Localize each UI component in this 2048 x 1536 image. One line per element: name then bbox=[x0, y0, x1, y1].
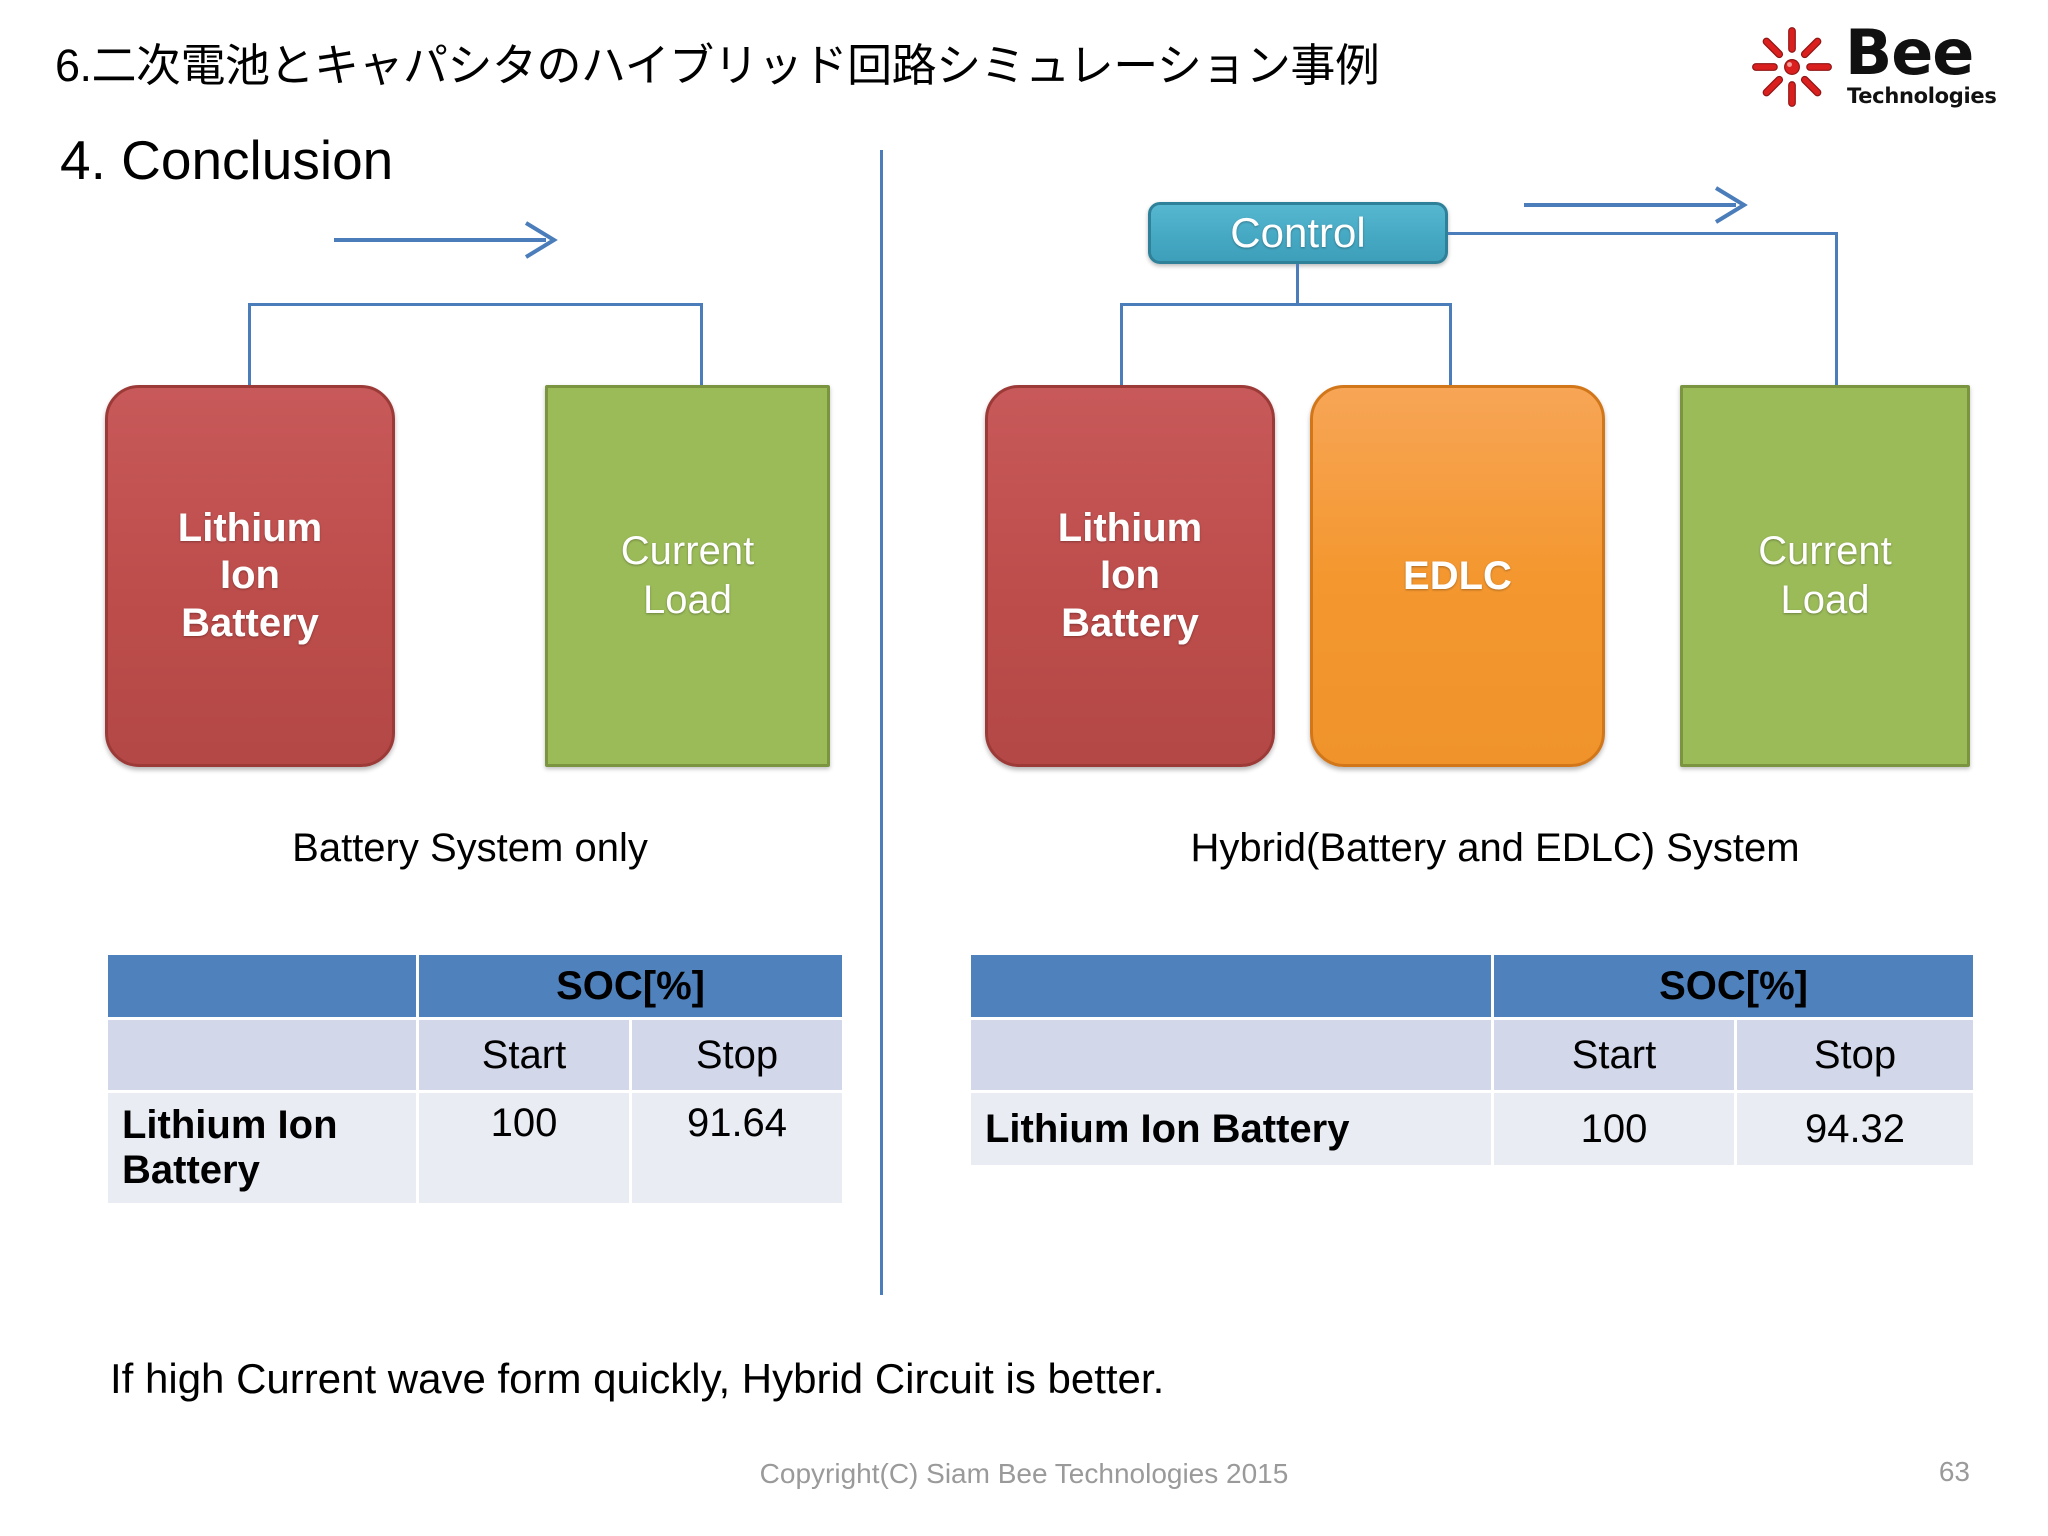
starburst-icon bbox=[1752, 27, 1832, 107]
table-battery-only: SOC[%] Start Stop Lithium Ion Battery 10… bbox=[105, 952, 845, 1206]
flow-arrow-left-icon bbox=[334, 221, 558, 259]
table-hybrid: SOC[%] Start Stop Lithium Ion Battery 10… bbox=[968, 952, 1976, 1168]
cell-row-name: Lithium Ion Battery bbox=[108, 1093, 416, 1203]
caption-left-diagram: Battery System only bbox=[292, 826, 648, 870]
cell-row-name: Lithium Ion Battery bbox=[971, 1093, 1491, 1165]
cell-start-value: 100 bbox=[1494, 1093, 1734, 1165]
node-label: EDLC bbox=[1403, 554, 1512, 598]
caption-right-diagram: Hybrid(Battery and EDLC) System bbox=[1190, 826, 1800, 870]
node-control: Control bbox=[1148, 202, 1448, 264]
wire-left-stem-load bbox=[700, 303, 703, 386]
cell-stop-value: 94.32 bbox=[1737, 1093, 1974, 1165]
table-row: Lithium Ion Battery 100 94.32 bbox=[971, 1093, 1974, 1165]
logo-wordmark: Bee Technologies bbox=[1845, 20, 2030, 112]
logo-subtitle: Technologies bbox=[1847, 84, 1997, 108]
page-title: 4. Conclusion bbox=[60, 129, 394, 191]
cell-subheader-start: Start bbox=[1494, 1020, 1734, 1090]
wire-left-top bbox=[248, 303, 703, 306]
table-row: Lithium Ion Battery 100 91.64 bbox=[108, 1093, 843, 1203]
wire-branch-stem-battery bbox=[1120, 303, 1123, 387]
bee-technologies-logo: Bee Technologies bbox=[1740, 18, 2030, 113]
conclusion-statement: If high Current wave form quickly, Hybri… bbox=[110, 1355, 1165, 1402]
node-current-load-right: Current Load bbox=[1680, 385, 1970, 767]
node-edlc: EDLC bbox=[1310, 385, 1605, 767]
wire-left-stem-battery bbox=[248, 303, 251, 386]
node-label: Current Load bbox=[620, 529, 755, 622]
footer-copyright: Copyright(C) Siam Bee Technologies 2015 bbox=[759, 1458, 1289, 1489]
cell-stop-value: 91.64 bbox=[632, 1093, 843, 1203]
wire-control-to-load-h bbox=[1448, 232, 1838, 235]
node-lithium-ion-battery-left: Lithium Ion Battery bbox=[105, 385, 395, 767]
logo-name: Bee bbox=[1845, 16, 1974, 89]
footer-page-number: 63 bbox=[1938, 1456, 1970, 1487]
cell-soc-header: SOC[%] bbox=[419, 955, 843, 1017]
node-current-load-left: Current Load bbox=[545, 385, 830, 767]
page-subtitle-japanese: 6.二次電池とキャパシタのハイブリッド回路シミュレーション事例 bbox=[55, 40, 1380, 91]
cell-corner-blank bbox=[108, 955, 416, 1017]
table-row-group-header: SOC[%] bbox=[971, 955, 1974, 1017]
wire-branch-h bbox=[1120, 303, 1452, 306]
cell-corner-blank-2 bbox=[971, 1020, 1491, 1090]
wire-control-to-load-v bbox=[1835, 232, 1838, 387]
cell-soc-header: SOC[%] bbox=[1494, 955, 1974, 1017]
table-row-subheader: Start Stop bbox=[971, 1020, 1974, 1090]
panel-divider bbox=[880, 150, 883, 1295]
node-label: Lithium Ion Battery bbox=[177, 506, 323, 645]
cell-subheader-start: Start bbox=[419, 1020, 629, 1090]
wire-control-drop bbox=[1296, 264, 1299, 303]
flow-arrow-right-icon bbox=[1524, 186, 1748, 224]
node-label: Current Load bbox=[1758, 529, 1892, 622]
wire-branch-stem-edlc bbox=[1449, 303, 1452, 387]
cell-corner-blank bbox=[971, 955, 1491, 1017]
cell-start-value: 100 bbox=[419, 1093, 629, 1203]
table-row-subheader: Start Stop bbox=[108, 1020, 843, 1090]
node-lithium-ion-battery-right: Lithium Ion Battery bbox=[985, 385, 1275, 767]
node-label: Control bbox=[1230, 209, 1366, 256]
cell-subheader-stop: Stop bbox=[632, 1020, 843, 1090]
table-row-group-header: SOC[%] bbox=[108, 955, 843, 1017]
cell-subheader-stop: Stop bbox=[1737, 1020, 1974, 1090]
node-label: Lithium Ion Battery bbox=[1057, 506, 1203, 645]
cell-corner-blank-2 bbox=[108, 1020, 416, 1090]
